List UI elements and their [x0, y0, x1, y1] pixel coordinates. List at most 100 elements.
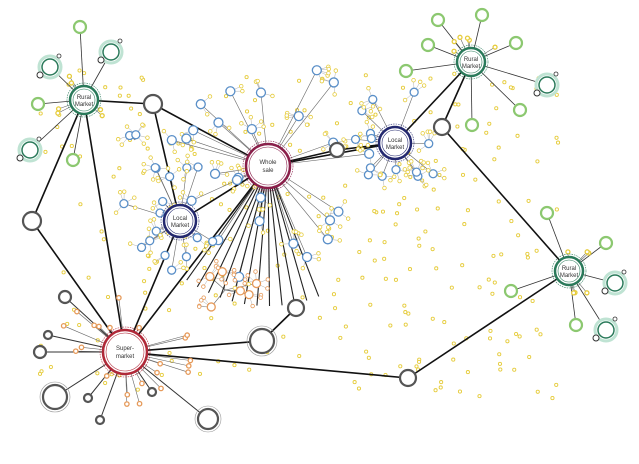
yellow-dot-node	[202, 266, 207, 271]
leaf-node	[355, 168, 360, 173]
hub-rural-market-3[interactable]: Rural Market	[560, 266, 579, 279]
yellow-dot-node	[218, 202, 224, 207]
yellow-dot-node	[373, 112, 378, 117]
leaf-node	[416, 148, 422, 153]
yellow-dot-node	[270, 122, 275, 127]
backbone-edge	[267, 165, 271, 306]
hub-local-market-1[interactable]: Local Market	[171, 216, 190, 229]
leaf-node	[158, 233, 163, 238]
yellow-dot-node	[222, 181, 227, 186]
yellow-dot-node	[99, 229, 104, 234]
connector-node	[328, 141, 346, 159]
hub-wholesale[interactable]: Whole sale	[259, 160, 277, 174]
satellite-node	[60, 322, 67, 329]
yellow-dot-node	[137, 112, 142, 117]
supermarket-rings	[99, 326, 151, 378]
leaf-node	[177, 195, 183, 200]
leaf-node	[228, 236, 233, 242]
small-connector-node	[97, 56, 105, 64]
leaf-node	[227, 125, 232, 131]
yellow-dot-node	[159, 372, 164, 377]
leaf-node	[117, 190, 123, 195]
leaf-node	[369, 114, 375, 120]
yellow-dot-node	[300, 295, 305, 300]
satellite-node	[255, 192, 266, 203]
leaf-node	[215, 160, 221, 165]
yellow-dot-node	[333, 306, 338, 311]
small-connector-node	[592, 334, 600, 342]
small-connector-node	[533, 89, 541, 97]
satellite-node	[139, 380, 145, 387]
hub-label: Market	[75, 102, 94, 108]
yellow-dot-node	[317, 315, 322, 320]
leaf-node	[185, 159, 190, 164]
satellite-node	[55, 106, 62, 112]
small-connector-node	[36, 136, 42, 142]
yellow-dot-node	[348, 101, 353, 106]
hub-label: Rural	[77, 95, 91, 101]
leaf-node	[239, 83, 244, 89]
leaf-node	[197, 304, 202, 309]
leaf-node	[141, 141, 147, 146]
leaf-node	[293, 229, 299, 235]
leaf-node	[229, 165, 234, 171]
leaf-node	[196, 278, 201, 283]
hub-rural-market-1[interactable]: Rural Market	[75, 95, 94, 108]
yellow-dot-node	[512, 367, 517, 372]
leaf-node	[366, 86, 371, 91]
connector-ring	[194, 405, 222, 433]
yellow-dot-node	[538, 332, 543, 337]
yellow-dot-node	[142, 279, 147, 284]
connector-node	[286, 298, 306, 318]
yellow-dot-node	[143, 290, 148, 295]
leaf-node	[165, 166, 171, 171]
yellow-dot-node	[382, 256, 387, 261]
yellow-dot-node	[297, 148, 302, 153]
yellow-dot-node	[297, 353, 302, 359]
yellow-dot-node	[406, 311, 411, 316]
hub-rural-market-2[interactable]: Rural Market	[462, 57, 481, 70]
satellite-node	[119, 198, 129, 209]
leaf-node	[239, 121, 244, 126]
hub-local-market-2[interactable]: Local Market	[386, 138, 405, 151]
leaf-node	[232, 278, 238, 283]
leaf-node	[260, 207, 265, 212]
hub-supermarket[interactable]: Super- market	[116, 346, 135, 360]
satellite-node	[193, 162, 203, 172]
yellow-dot-node	[554, 382, 559, 387]
yellow-dot-node	[403, 322, 408, 327]
green-satellite-node	[598, 235, 614, 251]
yellow-dot-node	[338, 335, 343, 340]
leaf-node	[258, 295, 263, 300]
satellite-node	[187, 357, 194, 364]
yellow-dot-node	[101, 237, 106, 242]
yellow-dot-node	[364, 349, 369, 354]
green-satellite-node	[512, 102, 528, 118]
yellow-dot-node	[193, 246, 198, 251]
yellow-dot-node	[417, 359, 422, 364]
yellow-dot-node	[105, 294, 111, 300]
yellow-dot-node	[118, 85, 123, 90]
leaf-node	[316, 251, 321, 256]
connector-node	[432, 117, 452, 137]
leaf-node	[184, 169, 190, 174]
leaf-node	[304, 122, 310, 127]
leaf-node	[175, 157, 180, 163]
leaf-node	[151, 200, 157, 205]
yellow-dot-node	[227, 207, 232, 212]
hub-outer-ring	[66, 82, 102, 118]
rural-satellite-node	[21, 141, 39, 159]
satellite-node	[233, 271, 245, 283]
leaf-node	[321, 147, 326, 152]
yellow-dot-node	[428, 76, 433, 81]
yellow-dot-node	[408, 174, 413, 180]
hub-label: Local	[173, 216, 187, 222]
connector-node	[94, 414, 106, 426]
leaf-node	[206, 250, 211, 255]
yellow-dot-node	[39, 369, 44, 374]
small-connector-node	[612, 316, 618, 322]
satellite-node	[167, 265, 177, 275]
connector-ring	[246, 325, 278, 357]
leaf-node	[402, 97, 408, 103]
